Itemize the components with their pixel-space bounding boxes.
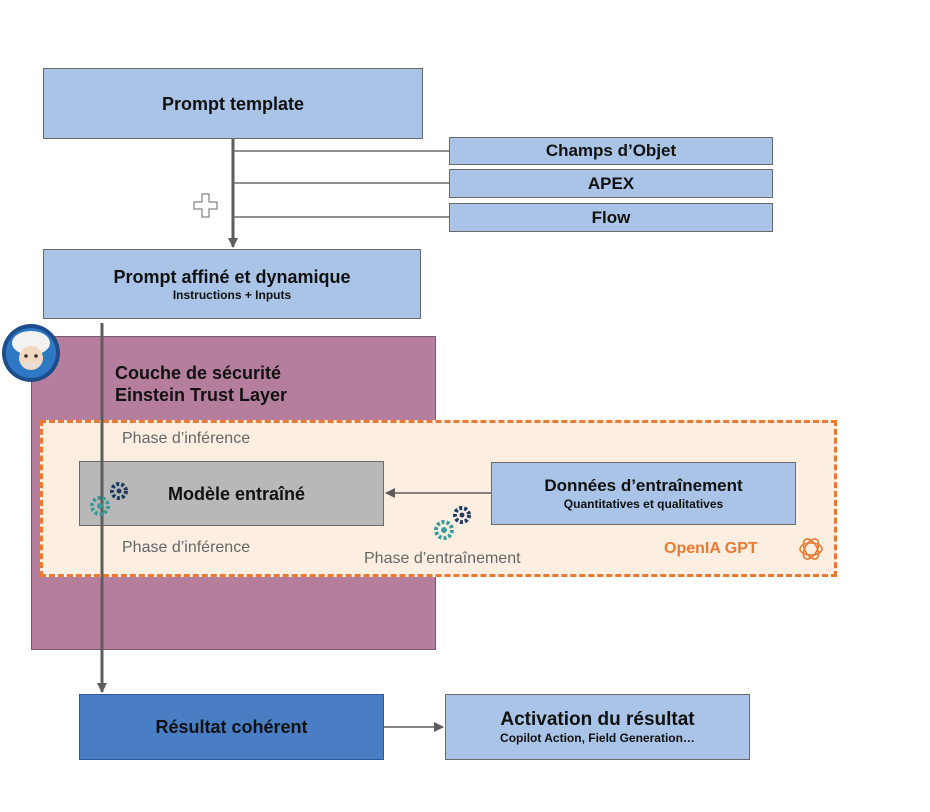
provider-label: OpenIA GPT [664,540,758,558]
activation-title: Activation du résultat [500,708,695,730]
result-box: Résultat cohérent [79,694,384,760]
gears-icon-model [90,482,128,516]
phase-inference-top: Phase d’inférence [122,430,251,447]
source-flow: Flow [449,203,773,232]
einstein-avatar-icon [2,324,60,382]
plus-icon [193,193,218,218]
source-label: Flow [591,207,631,227]
phase-training: Phase d’entraînement [364,550,521,567]
provider-name: OpenIA GPT [664,540,758,557]
prompt-template-label: Prompt template [161,93,305,114]
security-layer-line1: Couche de sécurité [115,363,282,383]
training-data-subtitle: Quantitatives et qualitatives [563,497,724,511]
activation-box: Activation du résultat Copilot Action, F… [445,694,750,760]
trained-model-label: Modèle entraîné [167,483,306,504]
source-apex: APEX [449,169,773,198]
training-data-title: Données d’entraînement [544,476,743,495]
openai-logo-icon [799,538,823,560]
phase-inference-bottom: Phase d’inférence [122,539,251,556]
security-layer-title: Couche de sécurité Einstein Trust Layer [115,362,415,406]
refined-prompt-box: Prompt affiné et dynamique Instructions … [43,249,421,319]
refined-prompt-title: Prompt affiné et dynamique [113,266,351,287]
source-champs-objet: Champs d’Objet [449,137,773,165]
source-label: APEX [587,173,635,193]
trained-model-box: Modèle entraîné [79,461,384,526]
prompt-template-box: Prompt template [43,68,423,139]
activation-subtitle: Copilot Action, Field Generation… [500,730,695,745]
training-data-box: Données d’entraînement Quantitatives et … [491,462,796,525]
result-label: Résultat cohérent [155,717,308,737]
security-layer-line2: Einstein Trust Layer [115,385,288,405]
gears-icon-training [434,506,471,540]
source-label: Champs d’Objet [545,141,677,160]
refined-prompt-subtitle: Instructions + Inputs [172,287,292,302]
